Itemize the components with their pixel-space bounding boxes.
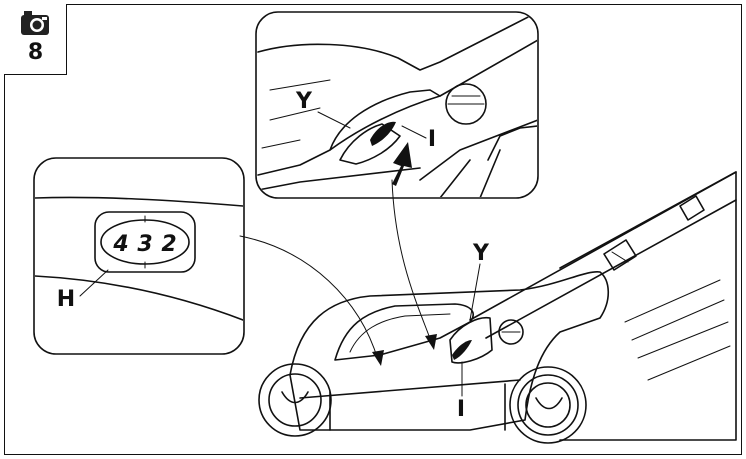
top-cover [334,303,474,361]
height-indicator-inset [33,157,245,355]
step-number: 8 [27,40,44,65]
figure-frame [4,4,742,455]
label-I-main: I [457,397,465,422]
indicator-frame [33,157,245,355]
height-lever [452,340,472,360]
detail-slot [339,123,401,165]
label-H: H [57,287,75,312]
front-wheel [258,363,332,437]
label-Y-main: Y [472,241,490,266]
camera-icon [21,11,49,35]
step-badge: 8 [4,4,67,75]
push-arrow [392,142,412,186]
label-I-detail: I [428,127,436,152]
grass-box [559,171,737,441]
detail-lever [370,121,396,146]
height-value-2: 3 [137,232,152,257]
handle-clip [679,195,705,221]
side-dial [498,319,524,345]
handle-knob [603,239,637,271]
detail-frame [255,11,539,199]
lever-detail-inset [255,11,539,199]
height-value-1: 4 [112,232,128,257]
detail-dial [445,83,487,125]
indicator-window [94,211,196,273]
lawnmower [239,171,737,444]
lever-slot [449,316,493,364]
label-Y-detail: Y [295,89,313,114]
height-value-3: 2 [161,232,176,257]
rear-wheel [509,366,587,444]
